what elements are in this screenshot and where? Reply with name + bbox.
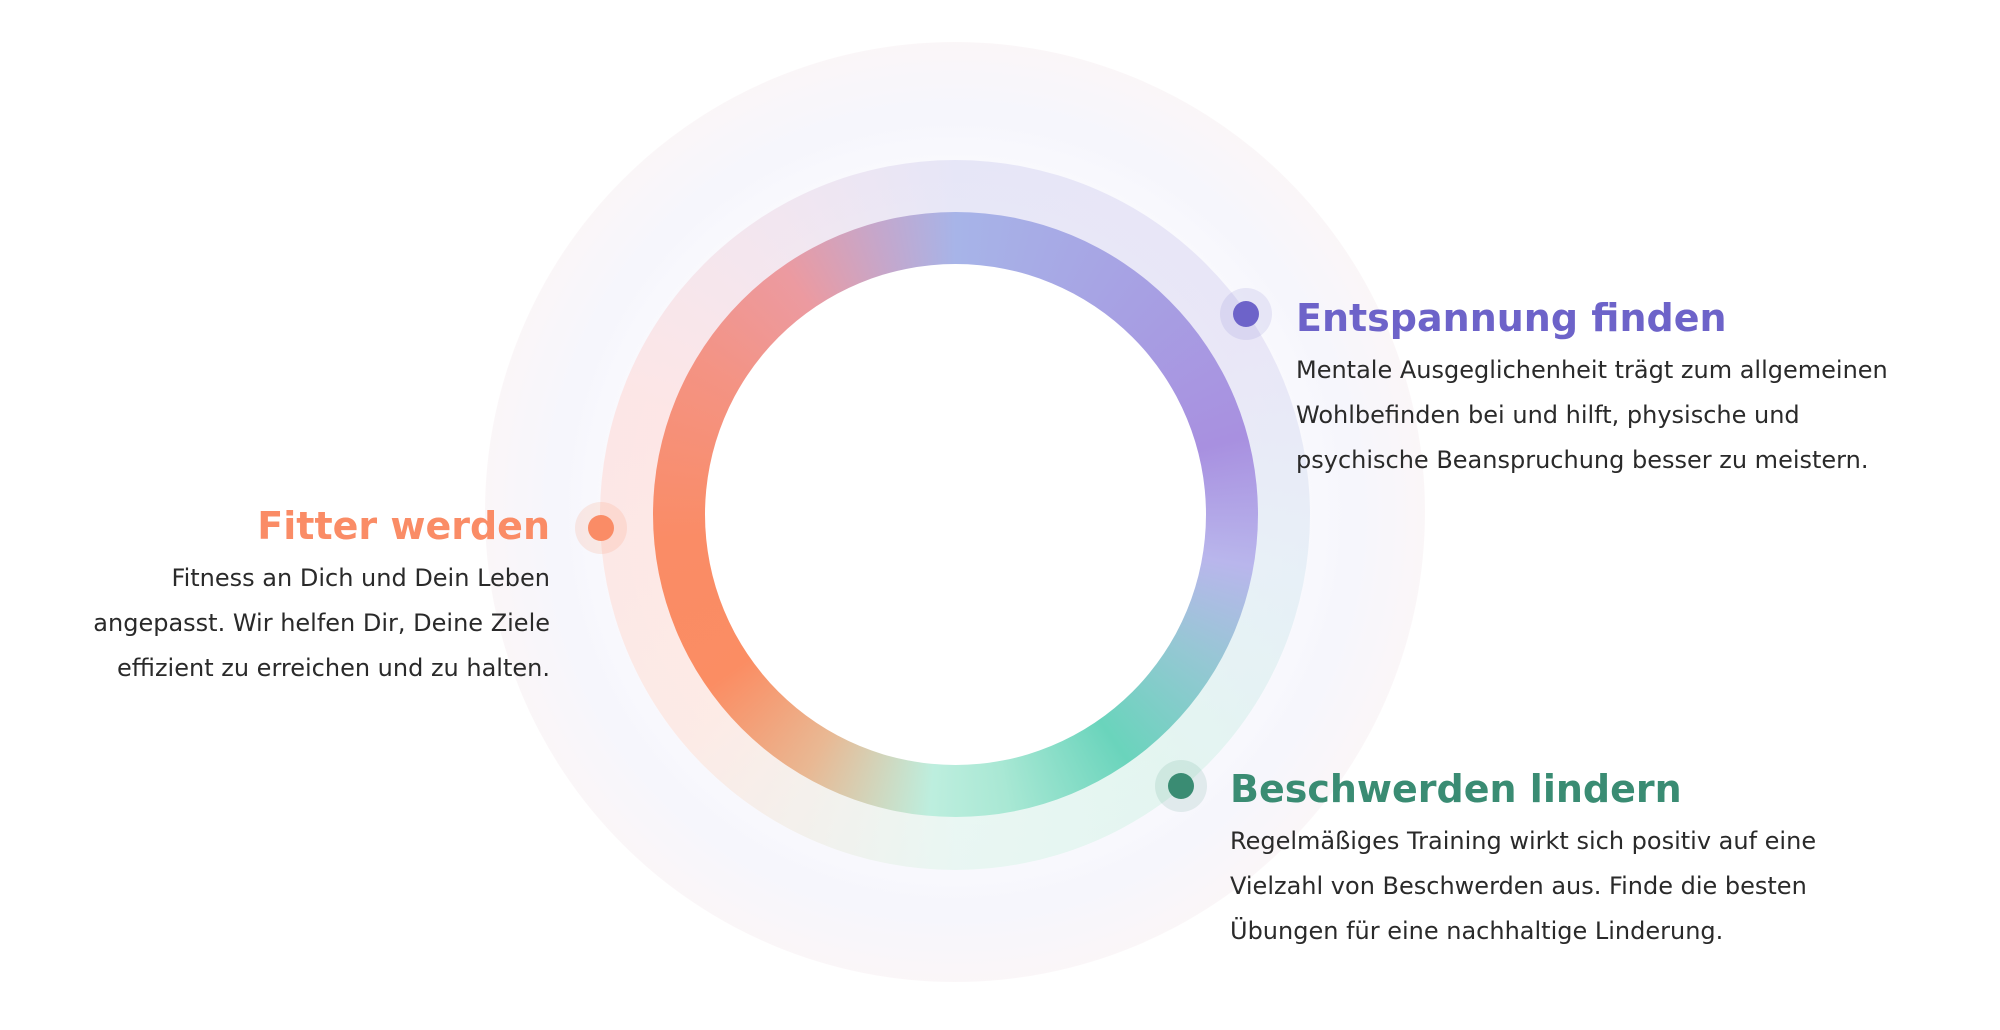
purple-dot-icon [1233,301,1259,327]
relax-line: Mentale Ausgeglichenheit trägt zum allge… [1296,356,1888,384]
purple-dot-marker [1220,288,1272,340]
relief-title: Beschwerden lindern [1230,767,1682,811]
orange-dot-icon [588,515,614,541]
relax-description: Mentale Ausgeglichenheit trägt zum allge… [1296,348,1888,483]
fitter-title: Fitter werden [257,504,550,548]
fitter-line: effizient zu erreichen und zu halten. [116,654,550,682]
relief-line: Vielzahl von Beschwerden aus. Finde die … [1230,872,1807,900]
fitter-description: Fitness an Dich und Dein Leben angepasst… [93,556,550,691]
ring-center [705,264,1206,765]
fitter-line: angepasst. Wir helfen Dir, Deine Ziele [93,609,550,637]
relax-title: Entspannung finden [1296,296,1727,340]
relax-line: Wohlbefinden bei und hilft, physische un… [1296,401,1800,429]
orange-dot-marker [575,502,627,554]
fitter-block: Fitter werden Fitness an Dich und Dein L… [93,502,550,691]
fitter-line: Fitness an Dich und Dein Leben [171,564,550,592]
relief-line: Regelmäßiges Training wirkt sich positiv… [1230,827,1817,855]
green-dot-icon [1168,773,1194,799]
relief-block: Beschwerden lindern Regelmäßiges Trainin… [1230,765,1816,954]
relief-description: Regelmäßiges Training wirkt sich positiv… [1230,819,1816,954]
relax-block: Entspannung finden Mentale Ausgeglichenh… [1296,294,1888,483]
relief-line: Übungen für eine nachhaltige Linderung. [1230,917,1724,945]
green-dot-marker [1155,760,1207,812]
relax-line: psychische Beanspruchung besser zu meist… [1296,446,1869,474]
